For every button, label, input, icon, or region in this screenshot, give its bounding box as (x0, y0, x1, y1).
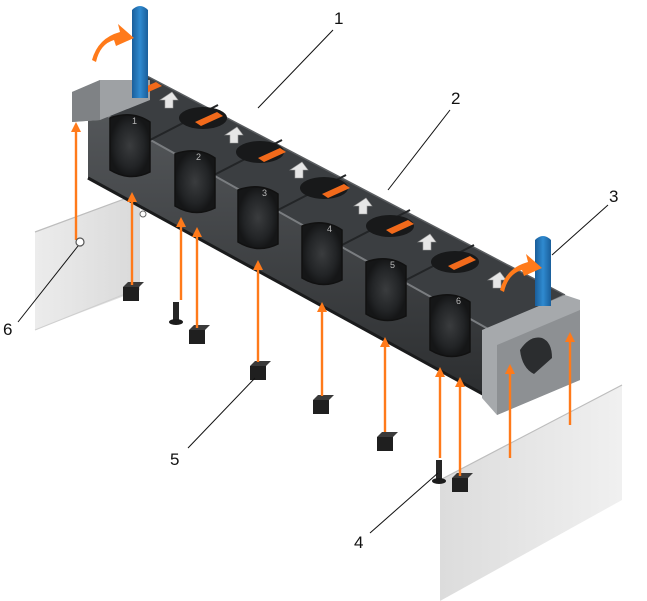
guide-pin-left (169, 302, 183, 325)
fan-label-3: 3 (262, 188, 267, 198)
fan-release-latches (138, 82, 476, 270)
handle-left (132, 6, 148, 98)
handle-right (535, 236, 551, 306)
mounting-post-left-2 (189, 325, 210, 344)
lift-arrows (71, 122, 575, 476)
callout-6: 6 (3, 320, 12, 339)
fan-5 (365, 251, 479, 322)
chassis-right-wall (439, 384, 623, 601)
mounting-post-center (250, 361, 271, 380)
rotate-arrow-icon (92, 24, 542, 292)
fan-6 (429, 294, 471, 358)
fan-label-6: 6 (456, 296, 461, 306)
callout-3: 3 (609, 187, 618, 206)
mounting-post-center-2 (313, 395, 334, 414)
callout-5: 5 (170, 450, 179, 469)
fan-label-4: 4 (327, 224, 332, 234)
fan-4 (301, 215, 414, 286)
callout-leaders (17, 29, 609, 534)
fan-label-2: 2 (196, 152, 201, 162)
chassis-left-wall (34, 194, 140, 331)
mounting-post-right-2 (452, 473, 473, 492)
fan-label-1: 1 (132, 116, 137, 126)
mounting-post-right (377, 432, 398, 451)
callout-1: 1 (334, 9, 343, 28)
fan-1 (109, 107, 227, 178)
callout-2: 2 (451, 89, 460, 108)
direction-arrow-icon (159, 91, 507, 289)
guide-pin-right (432, 460, 446, 484)
mounting-hole (75, 237, 85, 247)
fan-label-5: 5 (390, 260, 395, 270)
mounting-post-left (123, 282, 144, 301)
callout-4: 4 (354, 533, 363, 552)
